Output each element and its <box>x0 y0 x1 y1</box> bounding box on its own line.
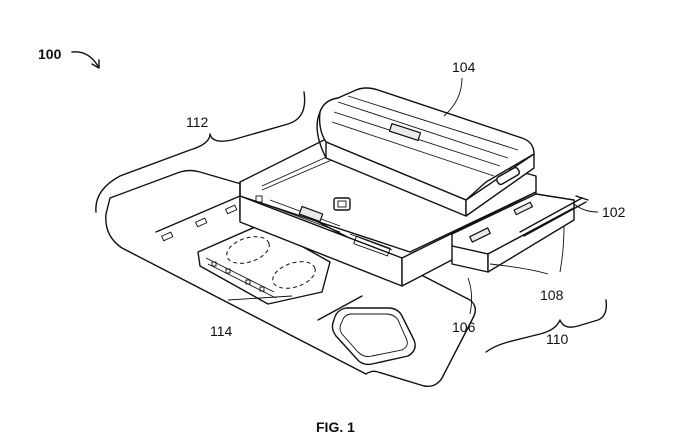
label-102: 102 <box>602 204 626 220</box>
label-100: 100 <box>38 46 62 62</box>
label-110: 110 <box>546 331 569 347</box>
unfolded-mat <box>105 169 477 388</box>
label-114: 114 <box>210 323 233 339</box>
leader-104 <box>443 77 463 117</box>
label-104: 104 <box>452 59 476 75</box>
slide-drawer <box>451 193 589 273</box>
label-108: 108 <box>540 287 564 303</box>
leader-106 <box>467 277 473 315</box>
leader-108-b <box>559 225 565 273</box>
label-112: 112 <box>186 114 209 130</box>
figure-caption: FIG. 1 <box>316 419 355 435</box>
brace-110 <box>485 299 608 353</box>
arrow-100 <box>71 51 99 67</box>
ref-100: 100 <box>38 46 100 69</box>
label-106: 106 <box>452 319 476 335</box>
leader-108-a <box>489 263 549 275</box>
top-case <box>316 87 535 217</box>
leader-102 <box>573 203 599 213</box>
brace-112 <box>95 91 306 213</box>
